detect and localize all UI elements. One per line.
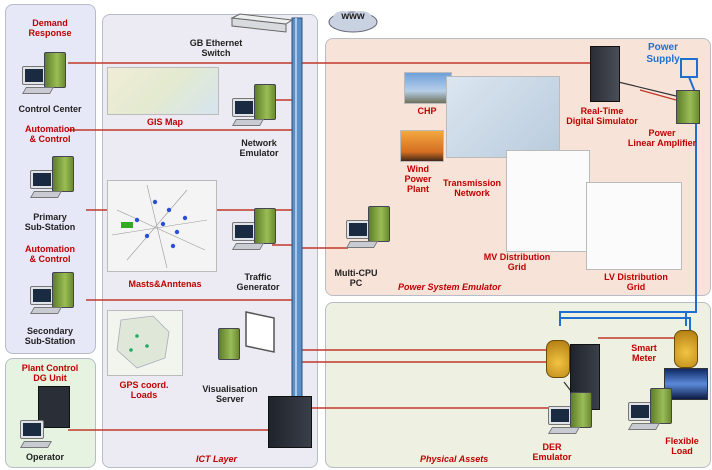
der-emulator-label: DER Emulator xyxy=(532,442,572,462)
transmission-map-image xyxy=(446,76,560,158)
ict-layer-label: ICT Layer xyxy=(196,454,238,464)
chp-image xyxy=(404,72,452,104)
gb-switch-label: GB Ethernet Switch xyxy=(189,38,243,58)
network-emulator-label: Network Emulator xyxy=(239,138,279,158)
automation-control-1-label: Automation & Control xyxy=(25,124,75,144)
lv-grid-image xyxy=(586,182,682,270)
plant-control-label: Plant Control DG Unit xyxy=(21,363,79,383)
flexible-load-pc-icon xyxy=(627,388,674,432)
multi-cpu-pc-icon xyxy=(345,206,392,250)
masts-antennas-label: Masts&Anntenas xyxy=(128,279,202,289)
wind-power-plant-label: Wind Power Plant xyxy=(404,164,432,194)
gps-map-overlay xyxy=(116,315,170,369)
masts-antennas-overlay xyxy=(111,184,208,269)
visualisation-server-pc-icon xyxy=(218,328,264,372)
rtds-label: Real-Time Digital Simulator xyxy=(566,106,638,126)
operator-pc-icon xyxy=(19,406,66,450)
physical-assets-label: Physical Assets xyxy=(420,454,489,464)
power-supply-label: Power Supply xyxy=(646,42,680,65)
network-emulator-pc-icon xyxy=(231,84,278,128)
mv-grid-label: MV Distribution Grid xyxy=(483,252,551,272)
transmission-network-label: Transmission Network xyxy=(442,178,502,198)
operator-label: Operator xyxy=(25,452,64,462)
smart-meter-label: Smart Meter xyxy=(631,343,657,363)
multi-cpu-pc-label: Multi-CPU PC xyxy=(334,268,378,288)
demand-response-label: Demand Response xyxy=(28,18,72,38)
rtds-rack-icon xyxy=(590,46,620,102)
der-emulator-pc-icon xyxy=(547,392,594,436)
physical-assets-panel xyxy=(325,302,711,468)
gis-map-label: GIS Map xyxy=(146,117,183,127)
mv-grid-image xyxy=(506,150,590,252)
smart-meter-icon-2 xyxy=(674,330,698,368)
power-linear-amplifier-label: Power Linear Amplifier xyxy=(627,128,697,148)
lv-grid-label: LV Distribution Grid xyxy=(604,272,668,292)
secondary-substation-label: Secondary Sub-Station xyxy=(24,326,76,346)
internet-cloud-icon xyxy=(328,11,378,33)
control-center-label: Control Center xyxy=(18,104,82,114)
control-center-pc-icon xyxy=(21,52,68,96)
primary-substation-pc-icon xyxy=(29,156,76,200)
power-system-emulator-label: Power System Emulator xyxy=(398,282,502,292)
ethernet-switch-icon xyxy=(230,13,292,33)
automation-control-2-label: Automation & Control xyxy=(25,244,75,264)
visualisation-server-label: Visualisation Server xyxy=(202,384,258,404)
plant-rack-icon xyxy=(38,386,70,428)
traffic-generator-pc-icon xyxy=(231,208,278,252)
gps-loads-label: GPS coord. Loads xyxy=(119,380,169,400)
projection-screen-icon xyxy=(245,311,275,353)
chp-label: CHP xyxy=(417,106,437,116)
ict-rack-icon xyxy=(268,396,312,448)
primary-substation-label: Primary Sub-Station xyxy=(24,212,76,232)
flexible-load-label: Flexible Load xyxy=(665,436,699,456)
gis-map-image xyxy=(107,67,219,115)
wind-plant-image xyxy=(400,130,444,162)
traffic-generator-label: Traffic Generator xyxy=(236,272,280,292)
secondary-substation-pc-icon xyxy=(29,272,76,316)
www-label: www xyxy=(341,11,365,22)
smart-meter-icon-1 xyxy=(546,340,570,378)
power-amplifier-icon xyxy=(676,90,700,124)
